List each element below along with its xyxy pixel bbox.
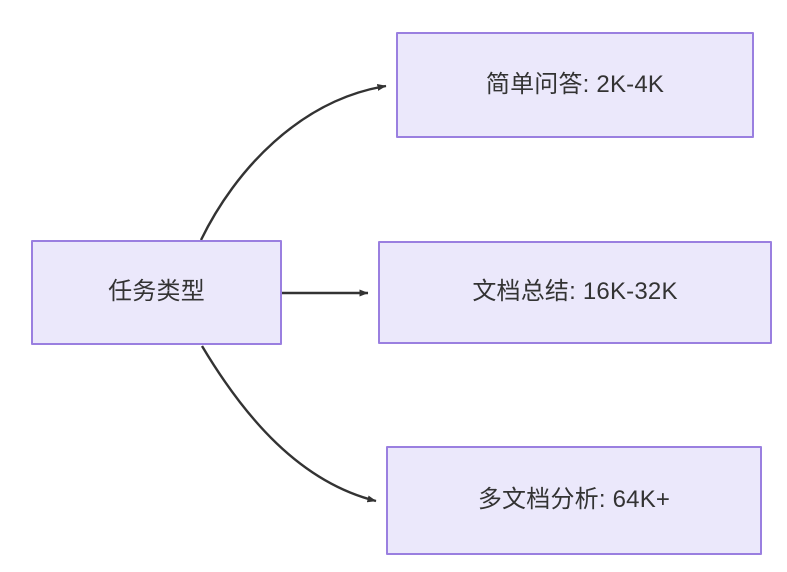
node-multi-doc[interactable]: 多文档分析: 64K+ — [386, 446, 762, 555]
node-doc-summary-label: 文档总结: 16K-32K — [472, 278, 678, 306]
edge-root-simple-qa — [199, 83, 387, 241]
node-root[interactable]: 任务类型 — [31, 240, 282, 345]
node-doc-summary[interactable]: 文档总结: 16K-32K — [378, 241, 772, 344]
node-multi-doc-label: 多文档分析: 64K+ — [477, 486, 671, 514]
node-simple-qa[interactable]: 简单问答: 2K-4K — [396, 32, 754, 138]
node-root-label: 任务类型 — [108, 278, 205, 306]
edge-root-multi-doc — [200, 345, 377, 503]
node-simple-qa-label: 简单问答: 2K-4K — [485, 70, 665, 98]
